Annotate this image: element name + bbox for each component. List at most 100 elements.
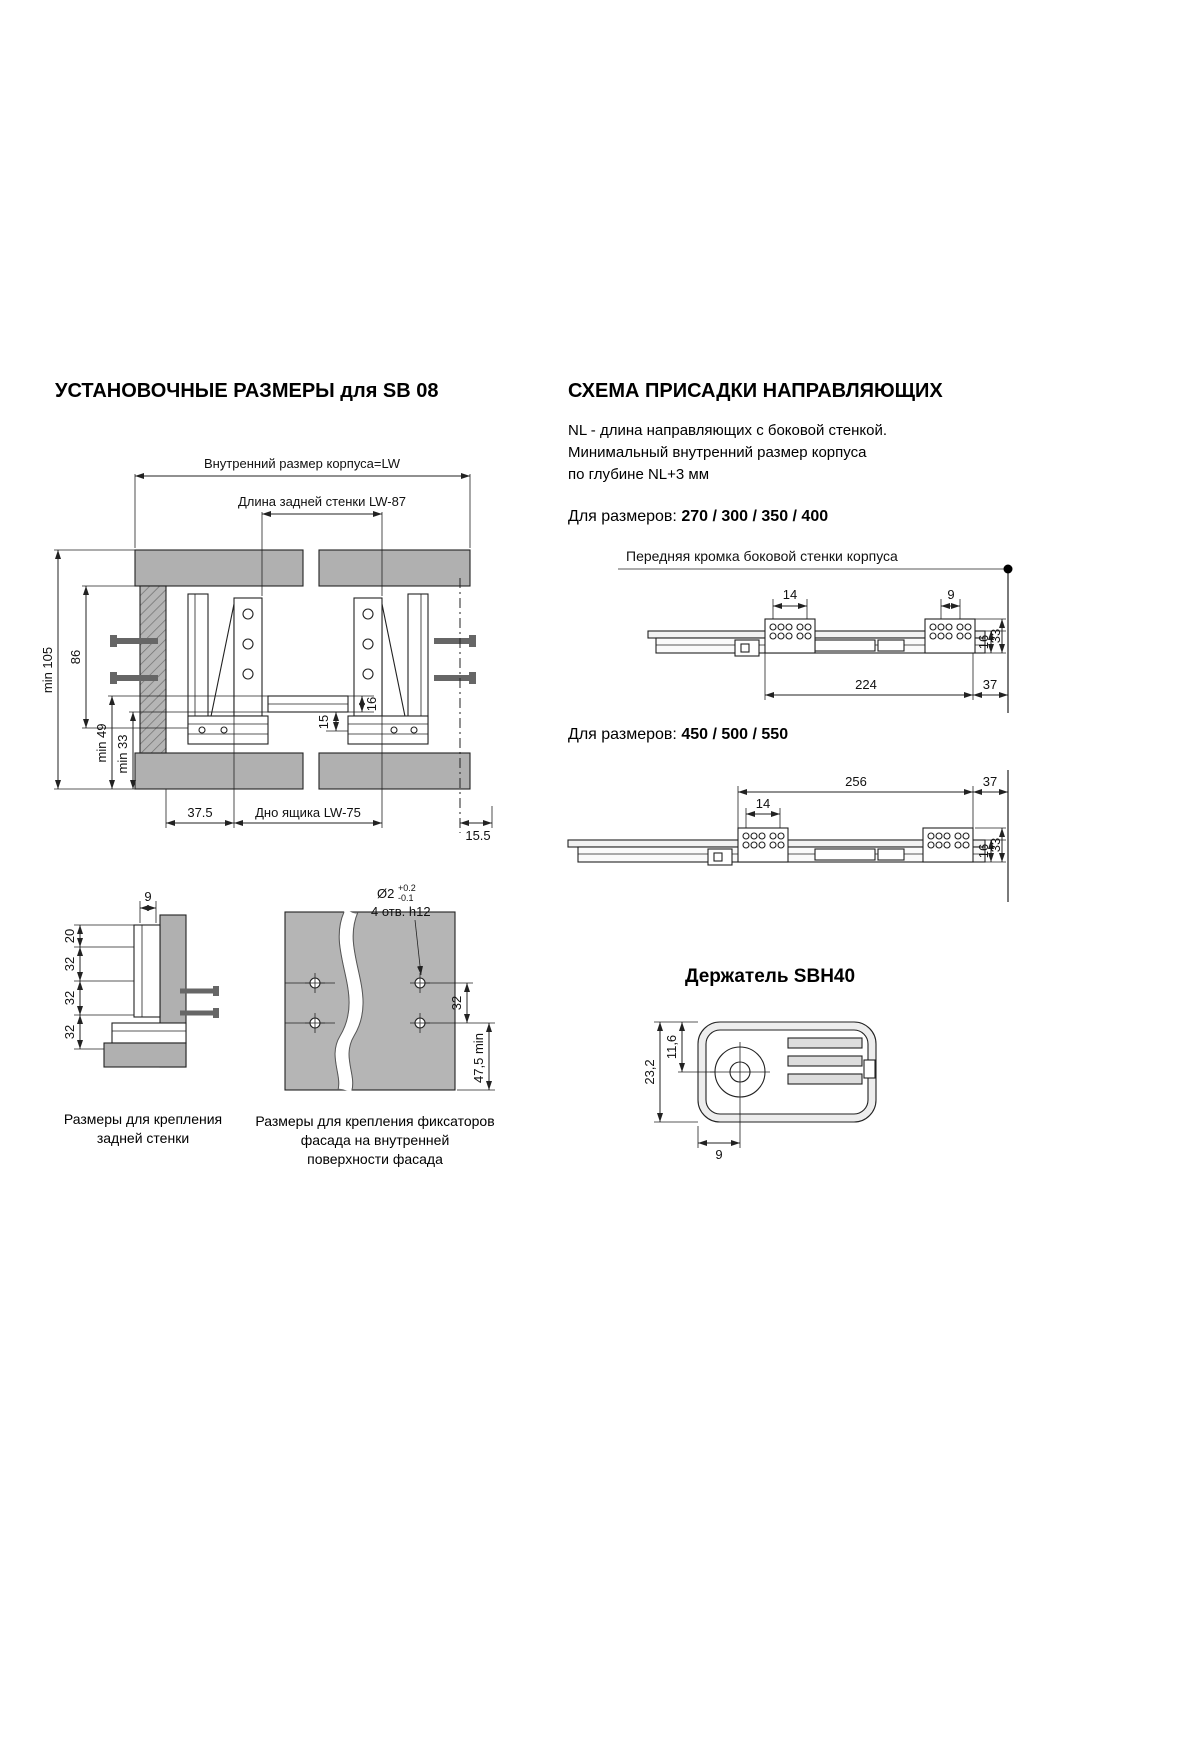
dim-16-d1-label: 16 xyxy=(976,635,991,649)
sizes2-values: 450 / 500 / 550 xyxy=(681,726,789,743)
back-wall-caption-line1: Размеры для крепления xyxy=(63,1111,223,1127)
sizes1-label: Для размеров: xyxy=(568,508,677,525)
dim-9-back-label: 9 xyxy=(144,889,151,904)
sizes1-values: 270 / 300 / 350 / 400 xyxy=(681,508,829,525)
facade-caption: Размеры для крепления фиксаторов фасада … xyxy=(238,1112,512,1169)
front-edge-label: Передняя кромка боковой стенки корпуса xyxy=(626,548,898,564)
dimension-lw: Внутренний размер корпуса=LW xyxy=(134,456,471,548)
dim-23-2-label: 23,2 xyxy=(642,1059,657,1084)
facade-holes xyxy=(285,973,430,1033)
holder-diagram: 23,2 11,6 9 xyxy=(642,1021,877,1162)
dim-86-label: 86 xyxy=(68,650,83,664)
rail-layout-diagram-small-sizes: Передняя кромка боковой стенки корпуса 1… xyxy=(618,548,1013,713)
holder-title: Держатель SBH40 xyxy=(684,966,856,987)
dimension-bottom-row: 37.5 Дно ящика LW-75 15.5 xyxy=(165,716,493,843)
facade-break-line xyxy=(334,909,364,1092)
front-edge-callout: Передняя кромка боковой стенки корпуса xyxy=(618,548,1013,713)
back-wall-screws xyxy=(180,986,219,1018)
back-wall-dimensions: 20 32 32 32 xyxy=(62,924,134,1050)
front-edge-dot xyxy=(1003,564,1013,574)
dimension-min33: min 33 xyxy=(115,711,268,789)
note-line2: Минимальный внутренний размер корпуса xyxy=(568,444,867,461)
dim-back-length-label: Длина задней стенки LW-87 xyxy=(238,494,406,509)
dimension-min105: min 105 xyxy=(40,549,140,790)
dimension-11-6: 11,6 xyxy=(664,1022,715,1073)
dim-47-5-label: 47,5 min xyxy=(471,1033,486,1083)
dim-9-d1-label: 9 xyxy=(947,587,954,602)
back-wall-mount-diagram: 9 20 32 32 32 xyxy=(62,889,219,1068)
dim-37-d1-label: 37 xyxy=(983,677,997,692)
mount-bracket-2b xyxy=(922,827,974,863)
facade-fixing-diagram: Ø2 +0.2 -0.1 4 отв. h12 32 47,5 min xyxy=(284,883,495,1092)
facade-caption-line3: поверхности фасада xyxy=(307,1151,443,1167)
facade-caption-line1: Размеры для крепления фиксаторов xyxy=(255,1113,495,1129)
dim-diameter-label: Ø2 xyxy=(377,886,394,901)
note-line3: по глубине NL+3 мм xyxy=(568,466,710,483)
dim-32b-label: 32 xyxy=(62,991,77,1005)
dim-32-facade-label: 32 xyxy=(449,996,464,1010)
right-notes: NL - длина направляющих с боковой стенко… xyxy=(568,420,887,486)
note-line1: NL - длина направляющих с боковой стенко… xyxy=(568,422,888,439)
drawer-bottom-section xyxy=(267,695,349,713)
dim-37-5-label: 37.5 xyxy=(187,805,212,820)
right-rear-bracket xyxy=(347,593,429,745)
dimension-86: 86 xyxy=(68,585,188,729)
dim-16-label: 16 xyxy=(364,697,379,711)
dimension-15: 15 xyxy=(316,712,348,732)
holes-count-label: 4 отв. h12 xyxy=(371,904,431,919)
left-title: УСТАНОВОЧНЫЕ РАЗМЕРЫ для SB 08 xyxy=(55,380,439,402)
dim-lw-label: Внутренний размер корпуса=LW xyxy=(204,456,401,471)
facade-panel xyxy=(284,911,456,1091)
dim-32c-label: 32 xyxy=(62,1025,77,1039)
dimensions-right-d1: 16 33 xyxy=(975,618,1006,654)
dim-tolerance-minus: -0.1 xyxy=(398,893,414,903)
dim-drawer-bottom-label: Дно ящика LW-75 xyxy=(255,805,361,820)
back-wall-caption-line2: задней стенки xyxy=(96,1130,190,1146)
back-wall-caption: Размеры для крепления задней стенки xyxy=(38,1110,248,1148)
dim-tolerance-plus: +0.2 xyxy=(398,883,416,893)
sizes-row-2: Для размеров: 450 / 500 / 550 xyxy=(568,726,788,744)
dimension-16: 16 xyxy=(348,695,379,713)
dim-37-d2-label: 37 xyxy=(983,774,997,789)
dimension-23-2: 23,2 xyxy=(642,1021,698,1123)
dimensions-top-d2: 256 37 xyxy=(737,774,1008,828)
right-title: СХЕМА ПРИСАДКИ НАПРАВЛЯЮЩИХ xyxy=(568,380,943,402)
facade-hole-callout: Ø2 +0.2 -0.1 4 отв. h12 xyxy=(371,883,431,976)
dim-9-holder-label: 9 xyxy=(715,1147,722,1162)
dimension-14-d1: 14 xyxy=(772,587,808,619)
dim-256-label: 256 xyxy=(845,774,867,789)
dim-33-d2-label: 33 xyxy=(988,838,1003,852)
dim-min105-label: min 105 xyxy=(40,647,55,693)
mount-bracket-1b xyxy=(924,618,976,654)
mount-bracket-2a xyxy=(737,827,789,863)
rail-layout-diagram-large-sizes: 256 37 14 16 33 xyxy=(567,770,1009,902)
dim-15-label: 15 xyxy=(316,715,331,729)
back-wall-parts xyxy=(103,914,187,1068)
dimension-min49: min 49 xyxy=(94,695,268,789)
dimension-14-d2: 14 xyxy=(745,796,781,828)
dimension-9-holder: 9 xyxy=(697,1102,741,1162)
left-rear-bracket xyxy=(187,593,269,745)
cabinet-panels xyxy=(134,549,471,790)
dim-16-d2-label: 16 xyxy=(976,844,991,858)
dim-32a-label: 32 xyxy=(62,957,77,971)
sizes-row-1: Для размеров: 270 / 300 / 350 / 400 xyxy=(568,508,828,526)
mounting-screws xyxy=(110,635,476,684)
facade-caption-line2: фасада на внутренней xyxy=(300,1132,450,1148)
dim-15-5-label: 15.5 xyxy=(465,828,490,843)
dimension-back-length: Длина задней стенки LW-87 xyxy=(238,494,406,596)
dim-min33-label: min 33 xyxy=(115,734,130,773)
dimension-32-facade: 32 xyxy=(425,982,495,1024)
holder-body xyxy=(697,1021,877,1123)
dim-14-d1-label: 14 xyxy=(783,587,797,602)
dim-20-label: 20 xyxy=(62,929,77,943)
mount-bracket-1a xyxy=(764,618,816,654)
dim-224-label: 224 xyxy=(855,677,877,692)
dim-min49-label: min 49 xyxy=(94,723,109,762)
installation-dimensions-diagram: Внутренний размер корпуса=LW Длина задне… xyxy=(40,456,493,843)
dim-33-d1-label: 33 xyxy=(988,629,1003,643)
dim-14-d2-label: 14 xyxy=(756,796,770,811)
dim-11-6-label: 11,6 xyxy=(664,1035,679,1059)
dimension-47-5: 47,5 min xyxy=(457,1023,495,1091)
